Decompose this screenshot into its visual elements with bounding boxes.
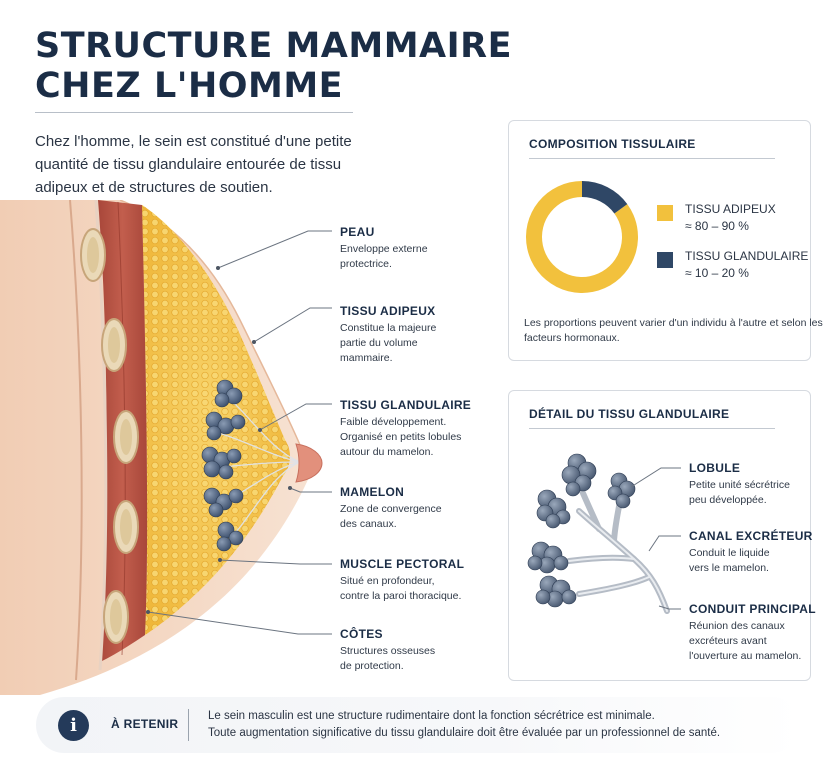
detail-divider <box>529 428 775 429</box>
composition-note: Les proportions peuvent varier d'un indi… <box>524 317 823 344</box>
label-desc: Faible développement. Organisé en petits… <box>340 416 462 458</box>
label-mamelon: MAMELON Zone de convergence des canaux. <box>340 484 490 532</box>
label-title: MAMELON <box>340 485 405 499</box>
detail-label-canal-excreteur: CANAL EXCRÉTEUR Conduit le liquide vers … <box>689 528 829 576</box>
label-title: CONDUIT PRINCIPAL <box>689 602 816 616</box>
key-takeaway-line-2: Toute augmentation significative du tiss… <box>208 727 721 739</box>
legend-swatch-adipeux <box>657 205 673 221</box>
label-title: TISSU ADIPEUX <box>340 304 436 318</box>
label-peau: PEAU Enveloppe externe protectrice. <box>340 224 490 272</box>
key-takeaway-title: À RETENIR <box>111 717 179 731</box>
label-muscle-pectoral: MUSCLE PECTORAL Situé en profondeur, con… <box>340 556 490 604</box>
page-title: STRUCTURE MAMMAIRE CHEZ L'HOMME <box>35 26 513 106</box>
composition-divider <box>529 158 775 159</box>
donut-slice-glandulaire <box>582 181 628 214</box>
label-desc: Conduit le liquide vers le mamelon. <box>689 547 770 574</box>
label-desc: Constitue la majeure partie du volume ma… <box>340 322 437 364</box>
detail-heading: DÉTAIL DU TISSU GLANDULAIRE <box>529 407 730 421</box>
key-takeaway-line-1: Le sein masculin est une structure rudim… <box>208 710 655 722</box>
detail-label-lobule: LOBULE Petite unité sécrétrice peu dével… <box>689 460 829 508</box>
detail-label-conduit-principal: CONDUIT PRINCIPAL Réunion des canaux exc… <box>689 601 829 664</box>
key-takeaway-banner: i À RETENIR Le sein masculin est une str… <box>36 697 801 753</box>
composition-panel: COMPOSITION TISSULAIRE TISSU ADIPEUX ≈ 8… <box>508 120 823 361</box>
info-icon: i <box>58 710 89 741</box>
label-title: CANAL EXCRÉTEUR <box>689 529 813 543</box>
legend-item-adipeux: TISSU ADIPEUX ≈ 80 – 90 % <box>685 201 776 235</box>
label-title: MUSCLE PECTORAL <box>340 557 465 571</box>
detail-leader-lines <box>630 467 681 610</box>
legend-item-glandulaire: TISSU GLANDULAIRE ≈ 10 – 20 % <box>685 248 808 282</box>
key-takeaway-text: Le sein masculin est une structure rudim… <box>208 708 788 742</box>
label-desc: Réunion des canaux excréteurs avant l'ou… <box>689 620 802 662</box>
composition-heading: COMPOSITION TISSULAIRE <box>529 137 696 151</box>
intro-text: Chez l'homme, le sein est constitué d'un… <box>35 133 352 196</box>
title-line-1: STRUCTURE MAMMAIRE <box>35 26 513 66</box>
label-title: TISSU GLANDULAIRE <box>340 398 472 412</box>
label-tissu-glandulaire: TISSU GLANDULAIRE Faible développement. … <box>340 397 490 460</box>
legend-range: ≈ 80 – 90 % <box>685 219 749 233</box>
composition-donut-chart <box>526 181 638 293</box>
label-title: CÔTES <box>340 627 383 641</box>
label-desc: Situé en profondeur, contre la paroi tho… <box>340 575 462 602</box>
ribs <box>80 228 139 644</box>
legend-range: ≈ 10 – 20 % <box>685 266 749 280</box>
legend-name: TISSU ADIPEUX <box>685 202 776 216</box>
breast-cross-section-illustration <box>0 200 323 695</box>
label-title: PEAU <box>340 225 375 239</box>
label-tissu-adipeux: TISSU ADIPEUX Constitue la majeure parti… <box>340 303 490 366</box>
title-divider <box>35 112 353 113</box>
legend-swatch-glandulaire <box>657 252 673 268</box>
label-desc: Enveloppe externe protectrice. <box>340 243 428 270</box>
label-desc: Structures osseuses de protection. <box>340 645 436 672</box>
legend-name: TISSU GLANDULAIRE <box>685 249 809 263</box>
footer-separator <box>188 709 189 741</box>
glandular-lobules <box>201 379 246 552</box>
lobule-duct-illustration <box>527 453 670 614</box>
title-line-2: CHEZ L'HOMME <box>35 66 344 106</box>
glandular-detail-panel: DÉTAIL DU TISSU GLANDULAIRE <box>508 390 816 681</box>
label-cotes: CÔTES Structures osseuses de protection. <box>340 626 490 674</box>
label-desc: Petite unité sécrétrice peu développée. <box>689 479 790 506</box>
label-desc: Zone de convergence des canaux. <box>340 503 442 530</box>
label-title: LOBULE <box>689 461 741 475</box>
